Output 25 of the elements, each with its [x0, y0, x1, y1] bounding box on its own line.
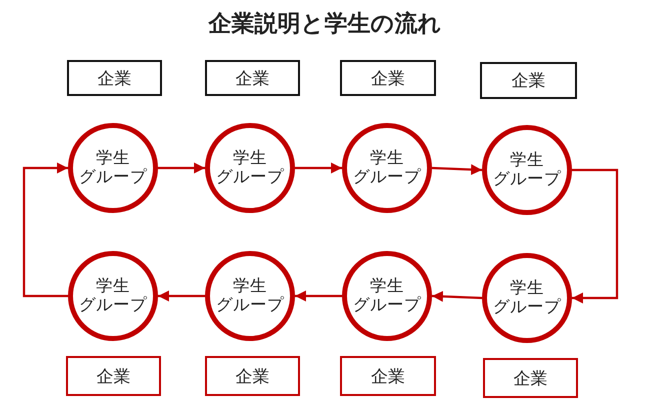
arrow	[22, 162, 68, 298]
arrow	[295, 290, 342, 302]
student-group-circle: 学生グループ	[205, 251, 295, 341]
arrow	[432, 290, 482, 302]
student-group-circle: 学生グループ	[205, 123, 295, 213]
company-box: 企業	[480, 62, 577, 99]
company-box: 企業	[67, 60, 162, 96]
title: 企業説明と学生の流れ	[208, 10, 442, 39]
arrow	[158, 290, 205, 302]
arrow	[572, 168, 618, 304]
student-group-circle: 学生グループ	[68, 123, 158, 213]
student-group-circle: 学生グループ	[482, 125, 572, 215]
arrow	[432, 164, 482, 176]
company-box: 企業	[483, 358, 578, 398]
arrow	[295, 162, 342, 174]
company-box: 企業	[66, 356, 161, 396]
company-box: 企業	[205, 356, 300, 396]
company-box: 企業	[340, 60, 436, 96]
student-group-circle: 学生グループ	[342, 251, 432, 341]
arrow	[158, 162, 205, 174]
student-group-circle: 学生グループ	[342, 123, 432, 213]
company-box: 企業	[340, 356, 436, 396]
student-group-circle: 学生グループ	[68, 251, 158, 341]
company-box: 企業	[205, 60, 300, 96]
student-group-circle: 学生グループ	[482, 253, 572, 343]
